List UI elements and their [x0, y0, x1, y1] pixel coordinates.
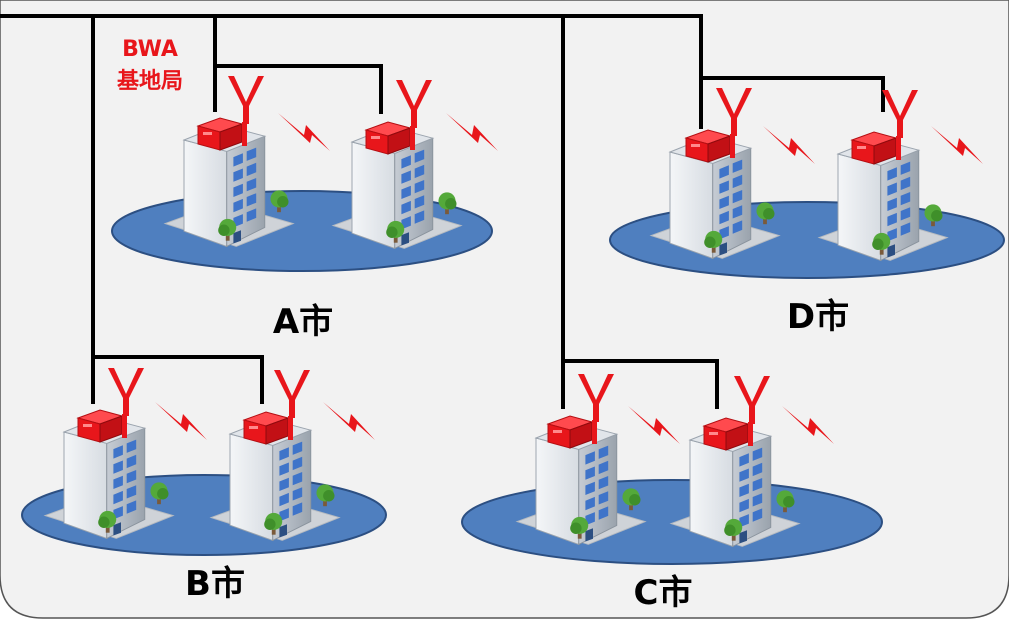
city-label-c: C市 — [634, 573, 693, 613]
city-label-b: B市 — [185, 564, 245, 604]
city-label-a: A市 — [273, 302, 333, 342]
station-label-line2: 基地局 — [117, 69, 183, 94]
city-label-d: D市 — [787, 297, 849, 337]
station-label-line1: BWA — [122, 37, 178, 62]
network-backbone — [0, 14, 885, 409]
